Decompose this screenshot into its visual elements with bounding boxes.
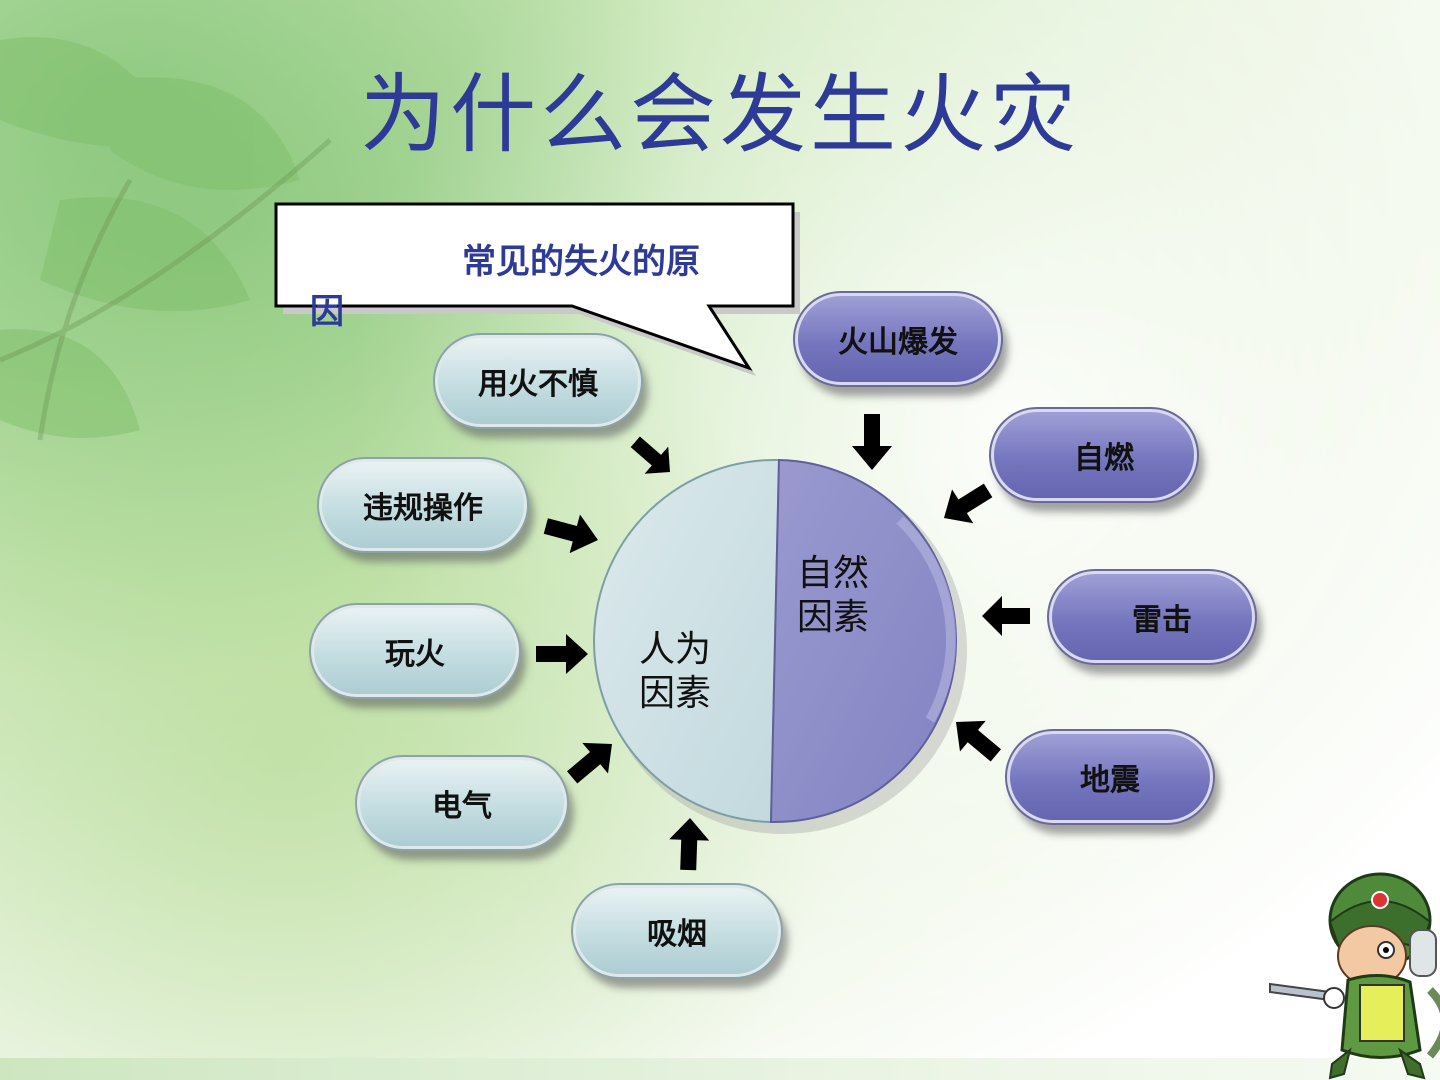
cause-playing-with-fire: 玩火 xyxy=(309,603,521,699)
human-half xyxy=(592,458,781,824)
arrow-icon xyxy=(543,514,598,554)
callout-text-line1: 常见的失火的原 xyxy=(462,242,700,282)
arrow-icon xyxy=(944,483,993,524)
arrow-icon xyxy=(536,634,588,674)
arrow-icon xyxy=(567,742,612,784)
bottom-bar xyxy=(0,1058,1440,1080)
arrow-icon xyxy=(852,414,892,470)
human-factor-label: 人为因素 xyxy=(630,628,720,716)
arrow-icon xyxy=(669,818,710,871)
page-title: 为什么会发生火灾 xyxy=(360,65,1080,165)
arrow-icon xyxy=(982,596,1030,636)
cause-lightning: 雷击 xyxy=(1047,569,1257,665)
cause-illegal-operation: 违规操作 xyxy=(317,457,529,553)
cause-electrical: 电气 xyxy=(355,755,569,851)
arrow-icon xyxy=(956,720,1001,762)
cause-volcano: 火山爆发 xyxy=(793,291,1003,387)
arrow-icon xyxy=(630,436,670,474)
firefighter-mascot-icon xyxy=(1269,872,1440,1080)
nature-factor-label: 自然因素 xyxy=(788,552,878,640)
cause-smoking: 吸烟 xyxy=(571,883,783,979)
callout-box xyxy=(274,202,800,376)
nature-half xyxy=(769,458,958,824)
cause-careless-fire-use: 用火不慎 xyxy=(433,333,643,429)
nature-factor-text: 自然因素 xyxy=(796,553,869,638)
cause-spontaneous-combustion: 自燃 xyxy=(989,407,1199,503)
callout-text-line2: 因 xyxy=(310,292,344,332)
cause-circle xyxy=(592,458,967,834)
cause-earthquake: 地震 xyxy=(1005,729,1215,825)
human-factor-text: 人为因素 xyxy=(638,629,711,714)
